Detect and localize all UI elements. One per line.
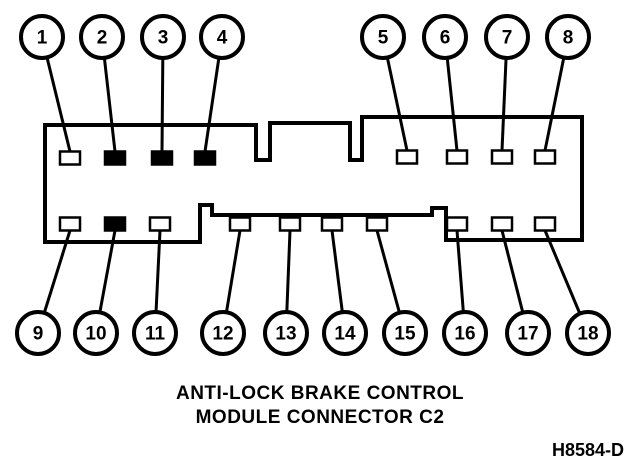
pin-7-label: 7	[502, 28, 513, 49]
pin-15-label: 15	[394, 324, 416, 345]
pin-17-cavity	[490, 216, 514, 232]
pin-7-cavity	[490, 149, 514, 165]
pin-17-callout	[505, 310, 551, 356]
pin-9-leader	[42, 230, 72, 314]
pin-14-leader	[330, 230, 344, 313]
pin-17-leader	[500, 230, 525, 314]
pin-12-cavity	[228, 216, 252, 232]
figure-id: H8584-D	[551, 440, 624, 460]
pin-10-label: 10	[85, 324, 106, 345]
pin-9-label: 9	[33, 324, 44, 345]
pin-3-leader	[160, 57, 165, 152]
caption-line-1: ANTI-LOCK BRAKE CONTROL	[175, 383, 465, 404]
pin-5-cavity	[395, 149, 419, 165]
pin-1-label: 1	[37, 28, 48, 49]
pin-2-callout	[79, 14, 125, 60]
pin-6-cavity	[445, 149, 469, 165]
pin-16-callout	[442, 310, 488, 356]
pin-2-leader	[102, 57, 117, 152]
pin-11-cavity	[148, 216, 172, 232]
pin-3-label: 3	[158, 28, 169, 49]
pin-15-callout	[382, 310, 428, 356]
pin-4-label: 4	[217, 28, 228, 49]
pin-9-cavity	[58, 216, 82, 232]
pin-11-label: 11	[145, 324, 166, 345]
pin-1-leader	[45, 57, 72, 152]
pin-13-callout	[263, 310, 309, 356]
pin-3-callout	[140, 14, 186, 60]
pin-4-cavity	[193, 150, 217, 166]
pin-16-label: 16	[454, 324, 475, 345]
pin-12-leader	[224, 230, 242, 313]
pin-18-label: 18	[577, 324, 598, 345]
pin-1-cavity	[58, 150, 82, 166]
pin-14-label: 14	[334, 324, 356, 345]
connector-housing	[43, 115, 584, 244]
pin-7-callout	[484, 14, 530, 60]
pin-5-leader	[385, 57, 409, 151]
pin-14-callout	[322, 310, 368, 356]
pin-2-label: 2	[97, 28, 108, 49]
pin-18-leader	[543, 229, 582, 315]
pin-6-callout	[422, 14, 468, 60]
pin-7-leader	[500, 57, 508, 151]
pin-5-label: 5	[378, 28, 389, 49]
pin-11-leader	[154, 230, 162, 313]
pin-11-callout	[132, 310, 178, 356]
pin-4-callout	[199, 14, 245, 60]
pin-8-cavity	[533, 149, 557, 165]
pin-13-cavity	[278, 216, 302, 232]
pin-13-leader	[285, 230, 292, 313]
pin-10-leader	[98, 230, 117, 313]
pin-4-leader	[203, 57, 221, 152]
pin-14-cavity	[320, 216, 344, 232]
caption-line-2: MODULE CONNECTOR C2	[195, 407, 445, 428]
pin-18-cavity	[533, 216, 557, 232]
pin-12-callout	[200, 310, 246, 356]
pin-15-cavity	[365, 216, 389, 232]
pin-6-label: 6	[440, 28, 451, 49]
pin-1-callout	[19, 14, 65, 60]
pin-18-callout	[565, 310, 611, 356]
pin-10-cavity	[103, 216, 127, 232]
pin-6-leader	[445, 57, 459, 151]
pin-8-leader	[543, 57, 566, 151]
pin-13-label: 13	[275, 324, 296, 345]
pin-10-callout	[73, 310, 119, 356]
pin-15-leader	[375, 230, 401, 314]
pin-2-cavity	[103, 150, 127, 166]
pin-8-label: 8	[563, 28, 574, 49]
pin-9-callout	[15, 310, 61, 356]
pin-5-callout	[360, 14, 406, 60]
pin-12-label: 12	[212, 324, 233, 345]
pin-16-leader	[455, 230, 465, 313]
pin-16-cavity	[445, 216, 469, 232]
pin-3-cavity	[150, 150, 174, 166]
pin-8-callout	[545, 14, 591, 60]
pin-17-label: 17	[517, 324, 538, 345]
